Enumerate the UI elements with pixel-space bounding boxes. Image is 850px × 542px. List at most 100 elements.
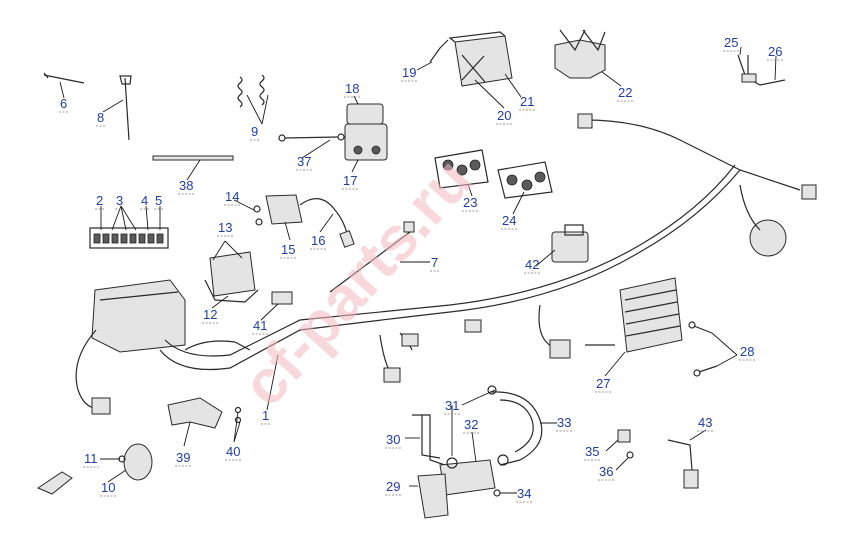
callout-15-text: 15: [281, 242, 295, 257]
callout-15[interactable]: 15: [281, 242, 295, 257]
part-6-cable-tie: [43, 72, 85, 84]
callout-18-text: 18: [345, 81, 359, 96]
callout-33-text: 33: [557, 415, 571, 430]
callout-37[interactable]: 37: [297, 154, 311, 169]
callout-12-text: 12: [203, 307, 217, 322]
callout-5[interactable]: 5: [155, 193, 162, 208]
callout-33[interactable]: 33: [557, 415, 571, 430]
part-39-bracket: [167, 397, 242, 429]
part-9-springs: [237, 74, 265, 108]
callout-3[interactable]: 3: [116, 193, 123, 208]
callout-40[interactable]: 40: [226, 444, 240, 459]
part-24-fuse-set: [497, 161, 553, 199]
callout-39[interactable]: 39: [176, 450, 190, 465]
callout-32-text: 32: [464, 417, 478, 432]
callout-18[interactable]: 18: [345, 81, 359, 96]
callout-24[interactable]: 24: [502, 213, 516, 228]
callout-42[interactable]: 42: [525, 257, 539, 272]
callout-24-text: 24: [502, 213, 516, 228]
callout-32[interactable]: 32: [464, 417, 478, 432]
callout-14-text: 14: [225, 189, 239, 204]
callout-1[interactable]: 1: [262, 408, 269, 423]
callout-11[interactable]: 11: [84, 451, 98, 466]
callout-10[interactable]: 10: [101, 480, 115, 495]
callout-41[interactable]: 41: [253, 318, 267, 333]
callout-labels: 1 2 3 4 5 6 7 8 9 10 11 12 13 14 15 16 1…: [60, 35, 782, 501]
callout-40-text: 40: [226, 444, 240, 459]
callout-8-text: 8: [97, 110, 104, 125]
callout-12[interactable]: 12: [203, 307, 217, 322]
callout-9-text: 9: [251, 124, 258, 139]
callout-17-text: 17: [343, 173, 357, 188]
callout-6[interactable]: 6: [60, 96, 67, 111]
fuse: [102, 233, 110, 244]
callout-3-text: 3: [116, 193, 123, 208]
callout-7-text: 7: [431, 255, 438, 270]
callout-37-text: 37: [297, 154, 311, 169]
fuse: [156, 233, 164, 244]
callout-28[interactable]: 28: [740, 344, 754, 359]
callout-4[interactable]: 4: [141, 193, 148, 208]
callout-1-text: 1: [262, 408, 269, 423]
part-19-battery: [429, 31, 513, 87]
callout-26[interactable]: 26: [768, 44, 782, 59]
callout-29[interactable]: 29: [386, 479, 400, 494]
callout-38[interactable]: 38: [179, 178, 193, 193]
callout-16[interactable]: 16: [311, 233, 325, 248]
callout-27-text: 27: [596, 376, 610, 391]
callout-30-text: 30: [386, 432, 400, 447]
part-22-bracket: [554, 29, 606, 79]
callout-30[interactable]: 30: [386, 432, 400, 447]
callout-9[interactable]: 9: [251, 124, 258, 139]
fuse: [129, 233, 137, 244]
callout-31-text: 31: [445, 398, 459, 413]
part-10-horn: [118, 443, 153, 481]
callout-34[interactable]: 34: [517, 486, 531, 501]
part-2-5-fuse-strip: [89, 227, 169, 249]
callout-22-text: 22: [618, 85, 632, 100]
part-43-socket: [667, 439, 699, 489]
part-35-sensor: [617, 429, 634, 459]
callout-5-text: 5: [155, 193, 162, 208]
callout-14[interactable]: 14: [225, 189, 239, 204]
callout-36-text: 36: [599, 464, 613, 479]
leader-lines: [59, 46, 777, 494]
callout-20-text: 20: [497, 108, 511, 123]
callout-26-text: 26: [768, 44, 782, 59]
callout-43[interactable]: 43: [698, 415, 712, 430]
callout-17[interactable]: 17: [343, 173, 357, 188]
callout-28-text: 28: [740, 344, 754, 359]
part-15-ignition-coil: [253, 194, 355, 248]
callout-19[interactable]: 19: [402, 65, 416, 80]
part-37-ground-wire: [278, 133, 345, 142]
callout-underlines: [59, 50, 784, 503]
callout-36[interactable]: 36: [599, 464, 613, 479]
callout-20[interactable]: 20: [497, 108, 511, 123]
callout-42-text: 42: [525, 257, 539, 272]
part-27-regulator: [585, 277, 683, 353]
callout-7[interactable]: 7: [431, 255, 438, 270]
part-28-bolts: [688, 321, 718, 377]
callout-16-text: 16: [311, 233, 325, 248]
callout-21[interactable]: 21: [520, 94, 534, 109]
part-17-relay: [344, 103, 388, 161]
part-41-connector: [271, 291, 293, 305]
part-38-rod: [152, 155, 234, 161]
callout-8[interactable]: 8: [97, 110, 104, 125]
callout-29-text: 29: [386, 479, 400, 494]
callout-35[interactable]: 35: [585, 444, 599, 459]
callout-2-text: 2: [96, 193, 103, 208]
part-8-strap: [119, 75, 132, 141]
callout-25[interactable]: 25: [724, 35, 738, 50]
callout-25-text: 25: [724, 35, 738, 50]
callout-22[interactable]: 22: [618, 85, 632, 100]
callout-31[interactable]: 31: [445, 398, 459, 413]
callout-13-text: 13: [218, 220, 232, 235]
callout-27[interactable]: 27: [596, 376, 610, 391]
callout-23[interactable]: 23: [463, 195, 477, 210]
fuse: [111, 233, 119, 244]
callout-2[interactable]: 2: [96, 193, 103, 208]
fuse: [147, 233, 155, 244]
part-7-tie: [329, 221, 415, 293]
callout-13[interactable]: 13: [218, 220, 232, 235]
